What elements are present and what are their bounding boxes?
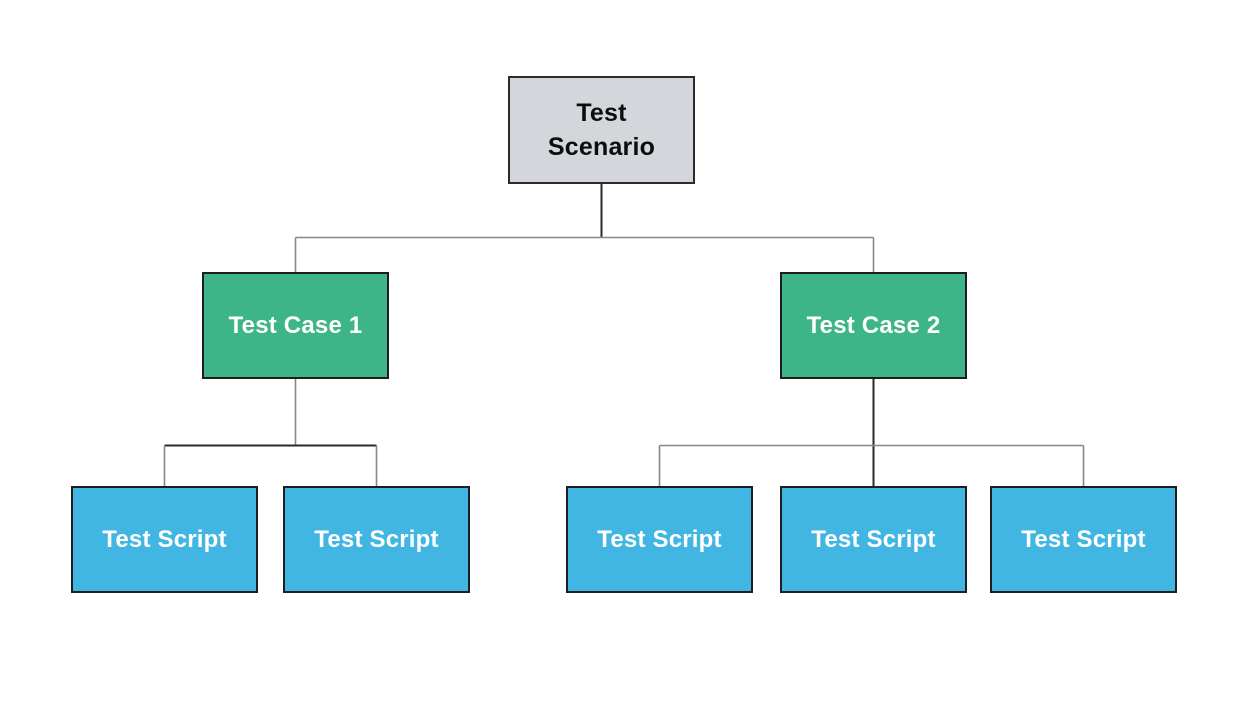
node-test-script-5-label: Test Script (1021, 525, 1146, 553)
node-test-script-1-label: Test Script (102, 525, 227, 553)
node-test-scenario: Test Scenario (508, 76, 695, 184)
node-test-script-3: Test Script (566, 486, 753, 593)
node-test-case-1-label: Test Case 1 (228, 311, 363, 339)
node-test-script-2-label: Test Script (314, 525, 439, 553)
node-test-script-1: Test Script (71, 486, 258, 593)
label-line-2: Scenario (547, 133, 656, 161)
node-test-case-2: Test Case 2 (780, 272, 967, 379)
label-line-1: Test (576, 99, 627, 127)
node-test-scenario-label: Test Scenario (548, 96, 655, 164)
node-test-case-2-label: Test Case 2 (806, 311, 941, 339)
node-test-case-1: Test Case 1 (202, 272, 389, 379)
node-test-script-3-label: Test Script (597, 525, 722, 553)
node-test-script-2: Test Script (283, 486, 470, 593)
node-test-script-5: Test Script (990, 486, 1177, 593)
node-test-script-4-label: Test Script (811, 525, 936, 553)
node-test-script-4: Test Script (780, 486, 967, 593)
